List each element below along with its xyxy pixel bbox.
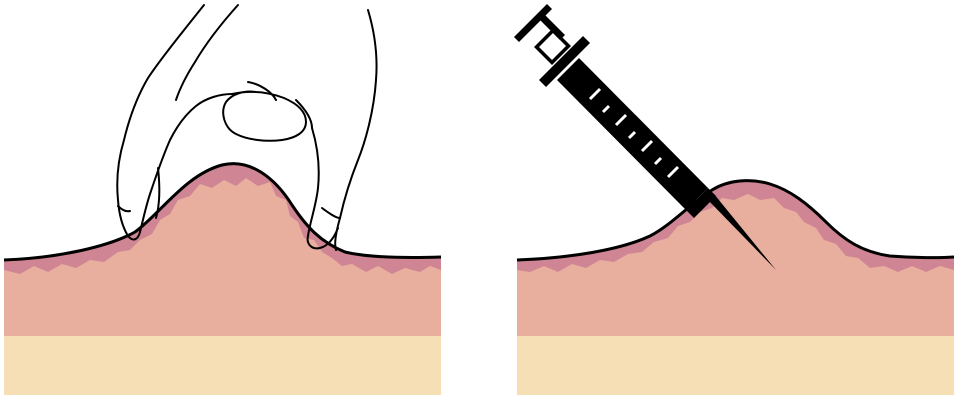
left-dermis-layer	[4, 164, 441, 336]
left-fat-layer	[4, 336, 441, 395]
left-panel	[4, 5, 441, 395]
right-fat-layer	[517, 336, 954, 395]
right-panel	[514, 4, 954, 395]
